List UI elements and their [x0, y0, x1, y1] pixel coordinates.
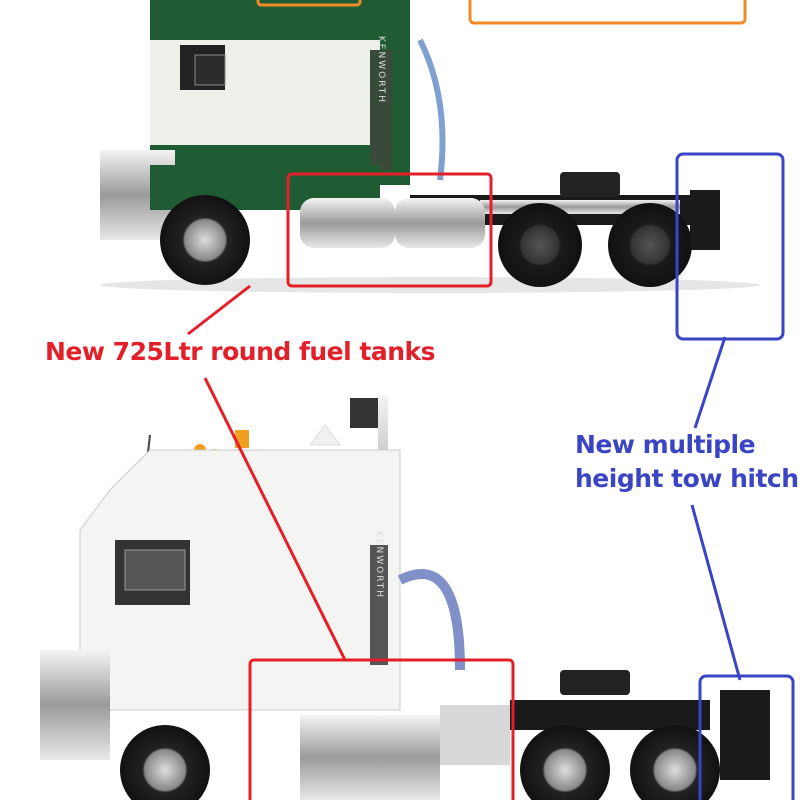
fuel-tanks-annotation: New 725Ltr round fuel tanks: [45, 337, 436, 366]
brand-text: KENWORTH: [374, 531, 384, 599]
tow-hitch-annotation: New multiple height tow hitch: [575, 428, 799, 496]
hitch-pointer-line-bottom: [690, 504, 742, 681]
fuel-pointer-line-bottom: [203, 377, 347, 661]
fuel-tank-highlight-bottom: [248, 658, 515, 800]
fuel-tank-highlight-top: [286, 172, 493, 288]
fuel-pointer-line-top: [187, 284, 251, 336]
brand-text: KENWORTH: [376, 36, 386, 104]
kenworth-badge: [370, 50, 392, 170]
tow-hitch-annotation-line2: height tow hitch: [575, 464, 799, 493]
green-truck: KENWORTH: [100, 0, 760, 293]
kenworth-badge: [370, 545, 388, 665]
white-truck: KENWORTH: [40, 395, 770, 800]
tow-hitch-highlight-top: [675, 152, 785, 341]
orange-highlight-box: [468, 0, 747, 25]
hitch-pointer-line-top: [693, 336, 727, 429]
tow-hitch-annotation-line1: New multiple: [575, 430, 756, 459]
tow-hitch-highlight-bottom: [698, 674, 795, 800]
